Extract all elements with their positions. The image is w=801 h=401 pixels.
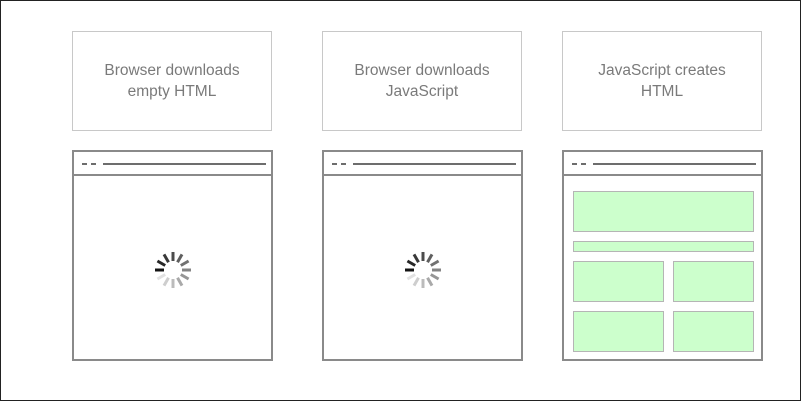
spinner-tick	[412, 276, 420, 286]
spinner-tick	[162, 276, 170, 286]
browser-toolbar	[74, 152, 271, 176]
spinner-tick	[406, 259, 416, 267]
rendered-content-block	[673, 311, 754, 352]
toolbar-dash	[581, 163, 586, 165]
spinner-icon	[404, 251, 441, 288]
spinner-tick	[175, 276, 183, 286]
spinner-tick	[425, 276, 433, 286]
spinner-tick	[156, 259, 166, 267]
spinner-icon	[154, 251, 191, 288]
rendered-header-block	[573, 191, 754, 232]
address-bar-line	[353, 163, 516, 165]
toolbar-dash	[82, 163, 87, 165]
browser-toolbar	[324, 152, 521, 176]
address-bar-line	[103, 163, 266, 165]
spinner-tick	[425, 253, 433, 263]
toolbar-dash	[572, 163, 577, 165]
spinner-tick	[179, 259, 189, 267]
rendered-content-block	[673, 261, 754, 302]
spinner-tick	[179, 272, 189, 280]
spinner-tick	[406, 272, 416, 280]
step-3-browser-window	[562, 150, 763, 361]
spinner-tick	[175, 253, 183, 263]
browser-toolbar	[564, 152, 761, 176]
step-1-label-box: Browser downloads empty HTML	[72, 31, 272, 131]
step-3-label-box: JavaScript creates HTML	[562, 31, 762, 131]
step-2-label: Browser downloads JavaScript	[354, 62, 490, 100]
spinner-tick	[156, 272, 166, 280]
step-1-browser-window	[72, 150, 273, 361]
spinner-tick	[429, 272, 439, 280]
toolbar-dash	[91, 163, 96, 165]
rendered-content-block	[573, 311, 664, 352]
rendered-content-block	[573, 261, 664, 302]
step-3-label: JavaScript creates HTML	[598, 62, 726, 100]
step-2-label-box: Browser downloads JavaScript	[322, 31, 522, 131]
address-bar-line	[593, 163, 756, 165]
step-2-browser-window	[322, 150, 523, 361]
spinner-tick	[412, 253, 420, 263]
spinner-tick	[162, 253, 170, 263]
toolbar-dash	[332, 163, 337, 165]
toolbar-dash	[341, 163, 346, 165]
spinner-tick	[429, 259, 439, 267]
rendered-nav-block	[573, 241, 754, 252]
step-1-label: Browser downloads empty HTML	[104, 62, 240, 100]
